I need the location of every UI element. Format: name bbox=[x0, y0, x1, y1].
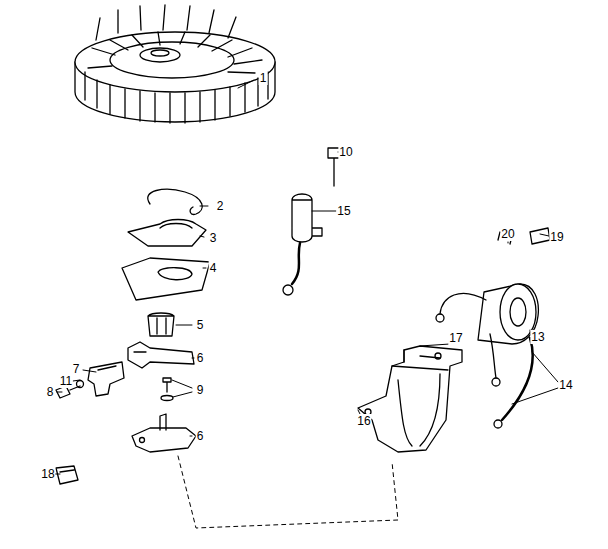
felt-block bbox=[56, 466, 78, 484]
screw bbox=[163, 378, 171, 392]
callout-number: 5 bbox=[196, 318, 205, 332]
breaker-plate bbox=[132, 414, 196, 452]
callout-number: 2 bbox=[216, 199, 225, 213]
callout-number: 9 bbox=[196, 383, 205, 397]
guide-line bbox=[178, 456, 398, 528]
callout-number: 13 bbox=[530, 330, 545, 344]
callout-number: 18 bbox=[40, 467, 55, 481]
callout-number: 11 bbox=[59, 374, 73, 388]
callout-number: 17 bbox=[448, 331, 463, 345]
armature-bracket bbox=[358, 346, 462, 452]
callout-number: 15 bbox=[336, 204, 351, 218]
bushing bbox=[148, 313, 174, 336]
condenser bbox=[292, 194, 322, 242]
tab bbox=[530, 228, 550, 244]
cover-plate bbox=[122, 258, 210, 300]
callout-number: 3 bbox=[209, 231, 218, 245]
wire bbox=[490, 334, 496, 378]
breaker-bracket bbox=[88, 362, 124, 396]
hole bbox=[140, 438, 145, 443]
callout-number: 19 bbox=[549, 230, 564, 244]
callout-number: 4 bbox=[209, 261, 218, 275]
callout-number: 14 bbox=[558, 378, 573, 392]
wire bbox=[292, 243, 300, 284]
callout-number: 16 bbox=[356, 414, 371, 428]
terminal bbox=[283, 285, 293, 295]
breaker-arm bbox=[128, 342, 194, 368]
callout-number: 20 bbox=[500, 227, 515, 241]
spring bbox=[148, 189, 202, 214]
callout-number: 10 bbox=[338, 145, 353, 159]
callout-number: 6 bbox=[196, 429, 205, 443]
coil bbox=[478, 284, 538, 344]
cam-plate bbox=[128, 220, 206, 247]
leader-lines bbox=[55, 80, 558, 474]
wire bbox=[440, 293, 486, 314]
callout-number: 6 bbox=[196, 351, 205, 365]
lead-wire bbox=[502, 338, 533, 420]
callout-number: 8 bbox=[46, 385, 55, 399]
washer bbox=[161, 396, 173, 401]
callout-number: 1 bbox=[259, 71, 268, 85]
flywheel bbox=[75, 5, 275, 123]
